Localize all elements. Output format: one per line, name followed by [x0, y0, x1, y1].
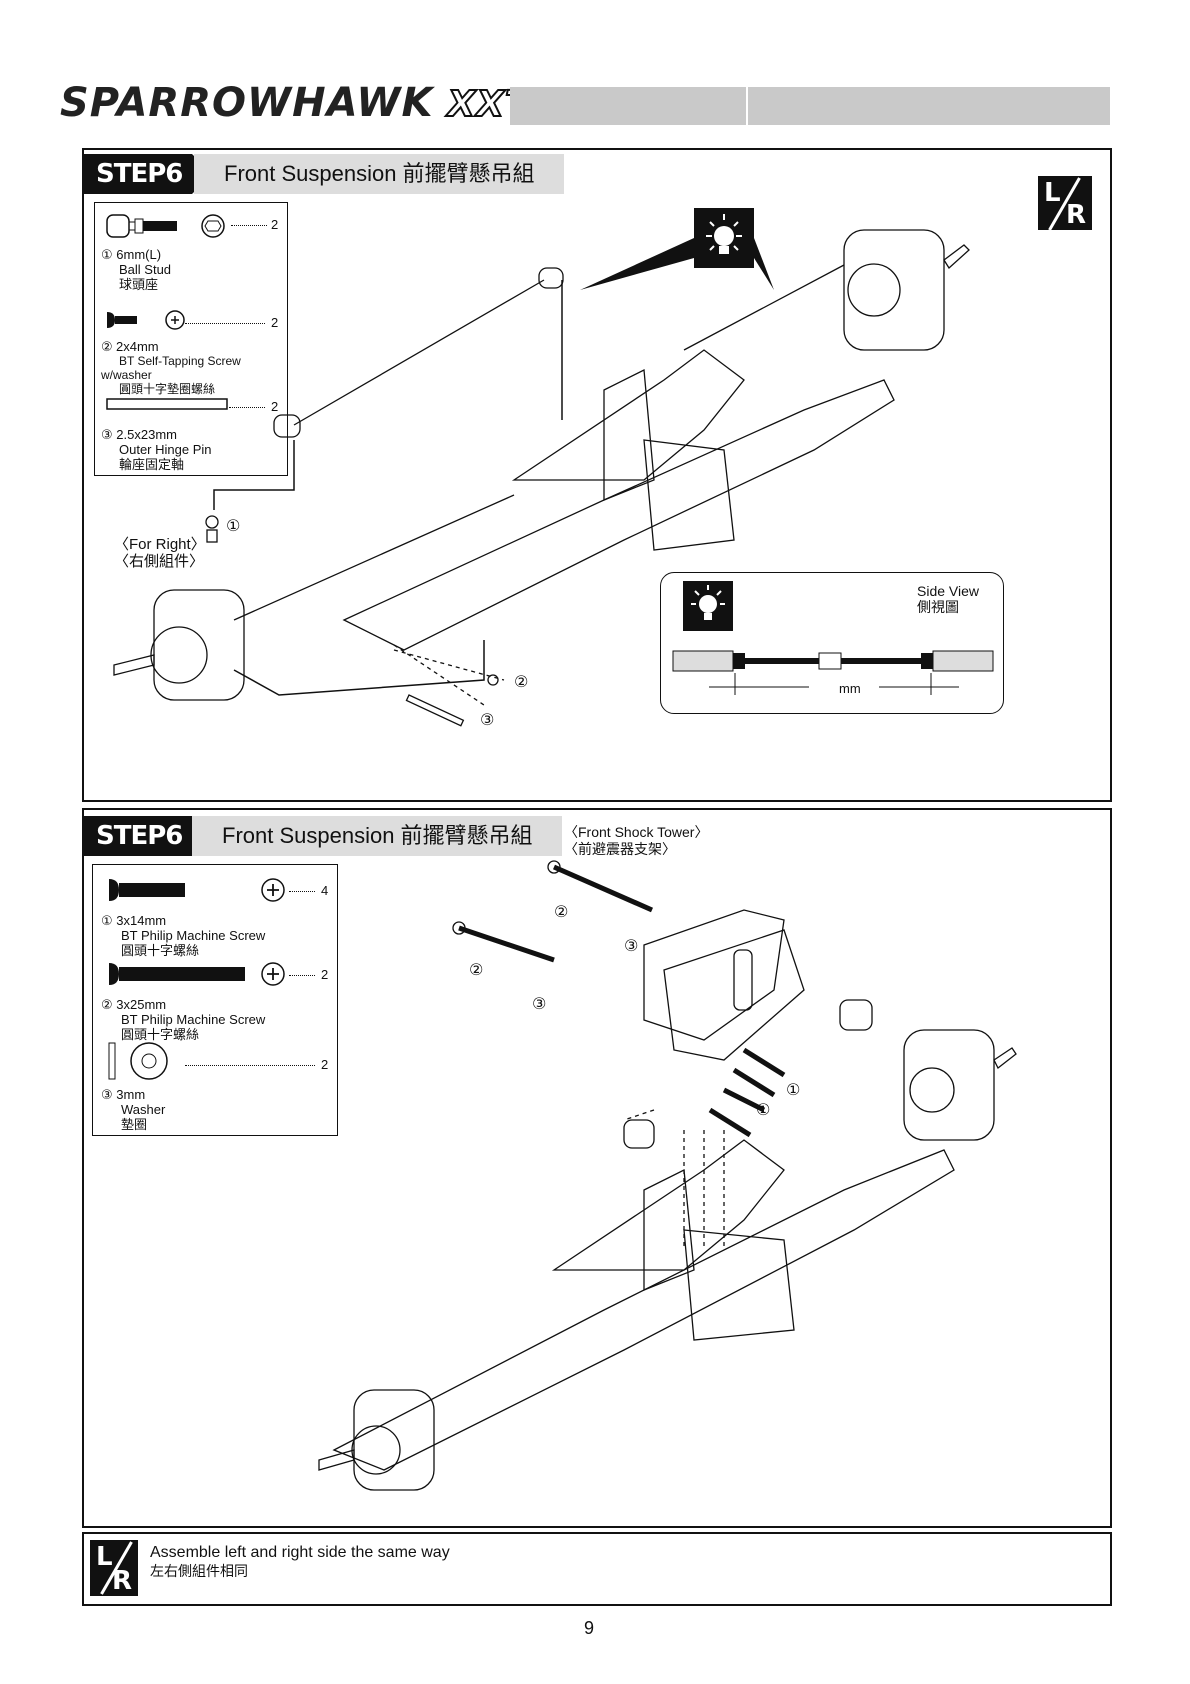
part-qty: 2: [271, 315, 279, 330]
machine-screw-icon: [109, 878, 285, 902]
side-view-unit: mm: [839, 681, 861, 696]
washer-icon: [108, 1042, 168, 1080]
callout-1: ①: [226, 518, 241, 535]
screw-icon: [107, 310, 185, 330]
callout-1: ①: [756, 1102, 771, 1119]
step-panel-2: STEP6 Front Suspension 前擺臂懸吊組 〈Front Sho…: [82, 808, 1112, 1528]
part-3: ③ 2.5x23mm Outer Hinge Pin 輪座固定軸: [101, 427, 212, 472]
lightbulb-icon: [694, 208, 754, 268]
lightbulb-icon: [683, 581, 733, 631]
step-tab: STEP6: [84, 154, 212, 194]
tip-pointer: [580, 238, 774, 290]
hinge-pin-icon: [106, 398, 228, 410]
part-qty: 4: [321, 883, 329, 898]
page-number: 9: [584, 1618, 595, 1638]
part-2: ② 2x4mm BT Self-Tapping Screw w/washer 圓…: [101, 339, 241, 397]
turnbuckle-side-view: [672, 650, 994, 695]
callout-3: ③: [480, 712, 495, 729]
part-qty: 2: [271, 217, 279, 232]
header-bar: [510, 87, 1110, 125]
part-qty: 2: [321, 1057, 329, 1072]
callout-3: ③: [532, 996, 547, 1013]
for-right-label: 〈For Right〉〈右側組件〉: [114, 536, 206, 570]
callout-1: ①: [786, 1082, 801, 1099]
brand-name: SPARROWHAWK: [60, 80, 434, 126]
ball-stud-icon: [106, 214, 225, 238]
part-3: ③ 3mm Washer 墊圈: [101, 1087, 166, 1132]
shock-tower-exploded-drawing: [318, 860, 1017, 1491]
callout-2: ②: [469, 962, 484, 979]
parts-list: 4 ① 3x14mm BT Philip Machine Screw 圓頭十字螺…: [92, 864, 338, 1136]
step-title: Front Suspension 前擺臂懸吊組: [194, 154, 564, 194]
part-qty: 2: [321, 967, 329, 982]
shock-tower-label: 〈Front Shock Tower〉〈前避震器支架〉: [564, 824, 709, 857]
part-qty: 2: [271, 399, 279, 414]
part-2: ② 3x25mm BT Philip Machine Screw 圓頭十字螺絲: [101, 997, 266, 1042]
parts-list: 2 ① 6mm(L) Ball Stud 球頭座 2 ② 2x4mm BT Se…: [94, 202, 288, 476]
part-1: ① 6mm(L) Ball Stud 球頭座: [101, 247, 172, 292]
callout-3: ③: [624, 938, 639, 955]
part-1: ① 3x14mm BT Philip Machine Screw 圓頭十字螺絲: [101, 913, 266, 958]
callout-2: ②: [514, 674, 529, 691]
callout-2: ②: [554, 904, 569, 921]
footer-note: Assemble left and right side the same wa…: [150, 1544, 450, 1579]
step-title: Front Suspension 前擺臂懸吊組: [192, 816, 562, 856]
step-tab: STEP6: [84, 816, 212, 856]
machine-screw-icon: [109, 962, 285, 986]
front-suspension-exploded-drawing: [113, 229, 970, 727]
